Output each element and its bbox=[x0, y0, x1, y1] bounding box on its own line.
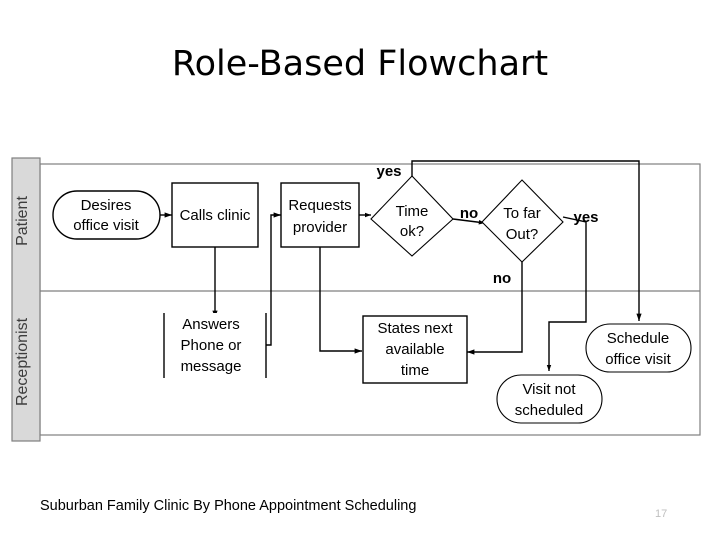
edge-answers-to-requests bbox=[266, 212, 281, 346]
node-requests-provider-shape bbox=[280, 182, 360, 248]
node-to-far-out-shape bbox=[481, 179, 564, 263]
node-answers-phone-line3: message bbox=[181, 358, 242, 375]
page-title: Role-Based Flowchart bbox=[171, 44, 549, 84]
edge-tofarout-yes-to-visitnot bbox=[546, 216, 587, 372]
node-visit-not-scheduled-shape bbox=[496, 374, 603, 424]
node-states-next-time-shape bbox=[362, 315, 468, 384]
node-calls-clinic[interactable]: Calls clinic bbox=[171, 182, 259, 248]
node-answers-phone[interactable]: Answers Phone or message bbox=[163, 313, 267, 378]
node-schedule-office-visit-line2: office visit bbox=[605, 351, 671, 368]
node-schedule-office-visit[interactable]: Schedule office visit bbox=[585, 323, 692, 373]
node-calls-clinic-line1: Calls clinic bbox=[180, 207, 251, 224]
node-requests-provider[interactable]: Requests provider bbox=[280, 182, 360, 248]
swimlane-container: Patient Receptionist bbox=[11, 157, 701, 442]
edge-tofarout-no-to-states bbox=[467, 258, 523, 355]
edge-timeok-no-to-tofarout bbox=[452, 218, 486, 225]
node-to-far-out-line2: Out? bbox=[506, 226, 539, 243]
edge-requests-to-states bbox=[319, 247, 362, 354]
node-visit-not-scheduled-line2: scheduled bbox=[515, 402, 583, 419]
swimlane-label-receptionist: Receptionist bbox=[14, 317, 31, 406]
swimlane-header-column bbox=[11, 157, 41, 442]
node-desires-office-visit[interactable]: Desires office visit bbox=[52, 190, 161, 240]
node-answers-phone-body bbox=[164, 313, 266, 378]
branch-label-to-far-out-no: no bbox=[493, 270, 511, 287]
node-to-far-out-line1: To far bbox=[503, 205, 541, 222]
node-schedule-office-visit-shape bbox=[585, 323, 692, 373]
node-time-ok-line2: ok? bbox=[400, 223, 424, 240]
node-states-next-time[interactable]: States next available time bbox=[362, 315, 468, 384]
node-desires-office-visit-shape bbox=[52, 190, 161, 240]
node-desires-office-visit-line2: office visit bbox=[73, 217, 139, 234]
node-calls-clinic-shape bbox=[171, 182, 259, 248]
node-schedule-office-visit-line1: Schedule bbox=[607, 330, 670, 347]
swimlane-label-patient: Patient bbox=[14, 196, 31, 246]
edge-timeok-yes-to-schedule bbox=[411, 160, 642, 321]
node-requests-provider-line1: Requests bbox=[288, 197, 351, 214]
node-visit-not-scheduled[interactable]: Visit not scheduled bbox=[496, 374, 603, 424]
node-states-next-time-line1: States next bbox=[377, 320, 453, 337]
node-answers-phone-line2: Phone or bbox=[181, 337, 242, 354]
node-visit-not-scheduled-line1: Visit not bbox=[522, 381, 576, 398]
branch-labels: yes no yes no bbox=[376, 163, 598, 287]
node-answers-phone-line1: Answers bbox=[182, 316, 240, 333]
node-requests-provider-line2: provider bbox=[293, 219, 347, 236]
node-to-far-out[interactable]: To far Out? bbox=[481, 179, 564, 263]
node-desires-office-visit-line1: Desires bbox=[81, 197, 132, 214]
node-time-ok[interactable]: Time ok? bbox=[370, 175, 454, 257]
branch-label-to-far-out-yes: yes bbox=[573, 209, 598, 226]
page-number: 17 bbox=[655, 508, 668, 520]
slide-footer: Suburban Family Clinic By Phone Appointm… bbox=[40, 498, 417, 514]
branch-label-time-ok-yes: yes bbox=[376, 163, 401, 180]
node-time-ok-line1: Time bbox=[396, 203, 429, 220]
node-time-ok-shape bbox=[370, 175, 454, 257]
flow-connectors bbox=[160, 160, 642, 372]
node-states-next-time-line3: time bbox=[401, 362, 429, 379]
node-states-next-time-line2: available bbox=[385, 341, 444, 358]
branch-label-time-ok-no: no bbox=[460, 205, 478, 222]
